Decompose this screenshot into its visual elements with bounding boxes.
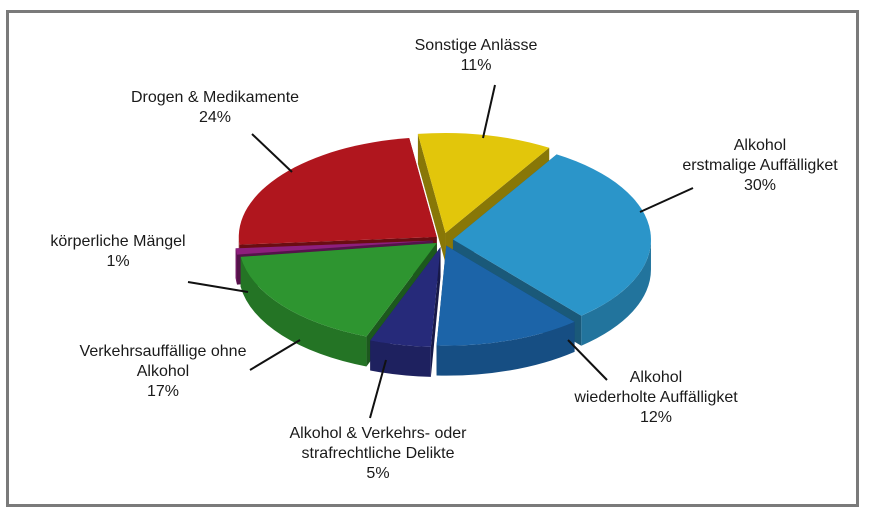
pie-slice-top — [436, 245, 575, 346]
leader-line — [249, 339, 301, 371]
slice-value-label: 5% — [366, 465, 390, 482]
slice-label-text: Verkehrsauffällige ohne — [79, 343, 247, 360]
slice-label-text: Alkohol — [136, 363, 190, 380]
slice-label-text: Drogen & Medikamente — [130, 89, 300, 106]
pie-slice — [436, 245, 575, 376]
pie-slice-side — [436, 321, 575, 376]
slice-label: körperliche Mängel 1% — [50, 232, 185, 272]
slice-value-label: 24% — [198, 109, 232, 126]
leader-line — [187, 281, 249, 293]
slice-label-text: Sonstige Anlässe — [414, 37, 538, 54]
pie-slice-side — [240, 256, 367, 367]
pie-slice-top — [240, 242, 437, 337]
pie-slice-side — [235, 248, 237, 285]
pie-slice-wall — [417, 133, 446, 263]
pie-slice-top — [370, 247, 441, 347]
leader-line — [482, 84, 496, 139]
pie-slice-top — [235, 240, 434, 255]
slice-value-label: 11% — [460, 57, 492, 74]
pie-slice-side — [581, 239, 651, 346]
slice-value-label: 1% — [106, 253, 130, 270]
slice-label: Alkohol wiederholte Auffälligket 12% — [574, 368, 737, 428]
slice-label-text: wiederholte Auffälligket — [574, 389, 738, 406]
pie-slice — [370, 247, 441, 377]
slice-label-text: körperliche Mängel — [50, 233, 186, 250]
slice-value-label: 30% — [743, 177, 777, 194]
slice-label: Alkohol & Verkehrs- oder strafrechtliche … — [290, 424, 467, 484]
leader-line — [639, 187, 694, 213]
slice-label: Alkohol erstmalige Auffälligket 30% — [682, 136, 837, 196]
slice-value-label: 17% — [146, 383, 180, 400]
leader-line — [567, 339, 608, 381]
leader-line — [251, 133, 293, 173]
slice-label-text: Alkohol — [733, 137, 787, 154]
slice-label: Sonstige Anlässe 11% — [415, 36, 538, 76]
slice-label: Drogen & Medikamente 24% — [131, 88, 299, 128]
pie-slice-top — [417, 132, 550, 233]
pie-slice-top — [238, 137, 437, 245]
slice-label-text: Alkohol & Verkehrs- oder — [289, 425, 467, 442]
slice-label-text: Alkohol — [629, 369, 683, 386]
leader-line — [369, 359, 387, 419]
pie-slice-top — [452, 154, 651, 316]
slice-label-text: strafrechtliche Delikte — [301, 445, 455, 462]
pie-slice-side — [370, 340, 431, 377]
slice-label-text: erstmalige Auffälligket — [682, 157, 838, 174]
slice-value-label: 12% — [639, 409, 673, 426]
